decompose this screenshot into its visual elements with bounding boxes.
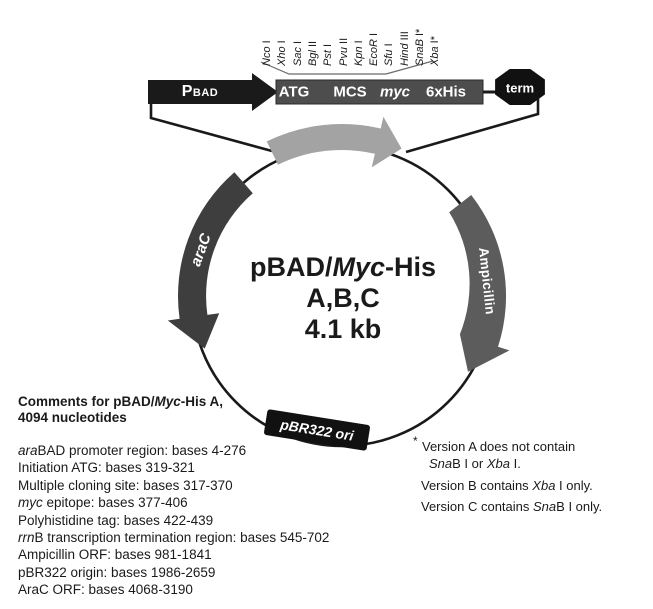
footnote-asterisk: * <box>413 434 418 448</box>
footnote-version-a-line1: Version A does not contain <box>422 439 576 454</box>
comment-item: myc epitope: bases 377-406 <box>18 495 188 511</box>
left-connector-line <box>149 104 273 153</box>
comments-list: araBAD promoter region: bases 4-276 Init… <box>18 442 329 599</box>
comment-item: Initiation ATG: bases 319-321 <box>18 460 195 476</box>
right-connector-line <box>405 95 540 154</box>
mcs-site-sfui: Sfu I <box>383 43 395 66</box>
footnote-version-a-line2: SnaB I or Xba I. <box>429 456 521 471</box>
comments-block: Comments for pBAD/Myc-His A, 4094 nucleo… <box>18 394 329 599</box>
pbad-promoter-arrow <box>148 73 278 111</box>
plasmid-title-line2: A,B,C <box>306 283 380 313</box>
mcs-site-bglii: Bgl II <box>307 40 319 66</box>
plasmid-title-line3: 4.1 kb <box>304 314 382 344</box>
terminator-label: term <box>505 80 535 96</box>
footnote-version-c: Version C contains SnaB I only. <box>421 499 603 514</box>
arac-arc <box>167 172 253 349</box>
mcs-site-pvuii: Pvu II <box>338 37 350 66</box>
pbad-promoter-label: PBAD <box>181 83 219 100</box>
atg-label: ATG <box>278 83 310 101</box>
comment-item: rrnB transcription termination region: b… <box>18 530 330 546</box>
mcs-site-psti: Pst I <box>322 43 334 66</box>
mcs-site-ecori: EcoR I <box>368 32 380 66</box>
mcs-site-kpni: Kpn I <box>353 40 365 66</box>
comments-heading: Comments for pBAD/Myc-His A, 4094 nucleo… <box>18 394 224 425</box>
footnote-version-b: Version B contains Xba I only. <box>421 478 593 493</box>
6xhis-label: 6xHis <box>425 83 467 101</box>
mcs-site-ncoi: Nco I <box>261 40 273 66</box>
pbr322-ori-box <box>264 409 370 451</box>
mcs-site-saci: Sac I <box>292 40 304 66</box>
comment-item: pBR322 origin: bases 1986-2659 <box>18 564 216 580</box>
mcs-label: MCS <box>333 83 367 101</box>
comment-item: Ampicillin ORF: bases 981-1841 <box>18 547 212 563</box>
mcs-site-hindiii: Hind III <box>399 31 411 66</box>
comment-item: araBAD promoter region: bases 4-276 <box>18 443 247 458</box>
comment-item: Multiple cloning site: bases 317-370 <box>18 477 233 493</box>
expression-cassette-arrow <box>266 116 402 168</box>
plasmid-title: pBAD/Myc-His A,B,C 4.1 kb <box>250 252 436 345</box>
myc-label: myc <box>379 83 411 101</box>
terminator-octagon <box>495 69 545 105</box>
comment-item: AraC ORF: bases 4068-3190 <box>18 582 193 598</box>
ampicillin-arc <box>449 195 510 372</box>
mcs-site-snabi: SnaB I* <box>414 28 426 66</box>
mcs-bracket <box>260 60 434 75</box>
mcs-site-xbai: Xba I* <box>429 36 441 66</box>
mcs-site-xhoi: Xho I <box>276 40 288 66</box>
comment-item: Polyhistidine tag: bases 422-439 <box>18 512 214 528</box>
plasmid-title-line1: pBAD/Myc-His <box>249 252 437 282</box>
